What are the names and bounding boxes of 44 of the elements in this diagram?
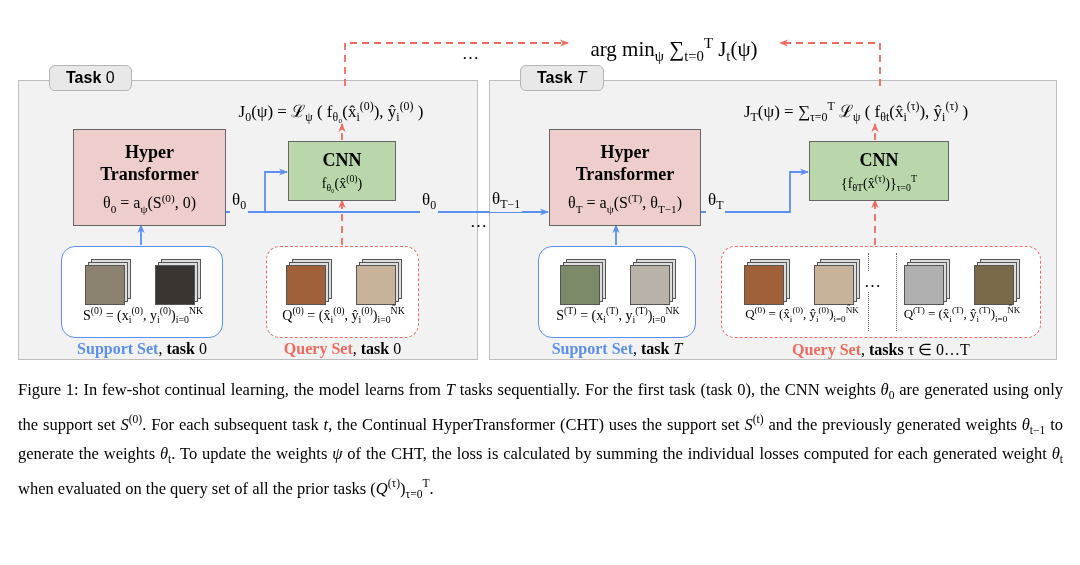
set-task: , tasks τ ∈ 0…T [861, 341, 970, 358]
task-tab: Task T [520, 65, 604, 91]
set-task: , task 0 [158, 340, 207, 357]
hypertransformer-box [73, 129, 226, 226]
box-formula: θ$_{T}$ = a$_{ψ}$(S$^{(T)}$, θ$_{T−1}$) [568, 191, 682, 215]
text-label: θ$_{T−1}$ [490, 189, 523, 213]
loss-formula: J$_{T}$(ψ) = ∑$_{τ=0}$$^{T}$ ℒ$_{ψ}$ ( f$_{θt}$(x̂$_{i}$$^{(τ)}$), ŷ$_{i}$$^{(τ)}$ ) [661, 87, 1051, 125]
set-name: Support Set [551, 340, 633, 357]
set-task: , task 0 [352, 340, 402, 357]
box-formula: θ$_{0}$ = a$_{ψ}$(S$^{(0)}$, 0) [103, 191, 196, 215]
arrow [344, 39, 569, 87]
arrow [338, 199, 346, 246]
objective-formula: arg min$_{ψ}$ ∑$_{t=0}$$^{T}$ J$_{t}$(ψ) [568, 22, 780, 64]
arrow [871, 123, 879, 141]
support-set-box [538, 246, 696, 338]
loss-formula: J$_{0}$(ψ) = ℒ$_{ψ}$ ( f$_{θ₀}$(x̂$_{i}$$^{(0)}$), ŷ$_{i}$$^{(0)}$ ) [211, 87, 451, 125]
arrow [699, 168, 809, 213]
support-set-box [61, 246, 223, 338]
query-set-box [266, 246, 419, 338]
edge-label: θ$_{0}$ [420, 190, 439, 214]
set-task: , task T [633, 340, 683, 357]
box-title: CNN [322, 148, 362, 171]
cnn-box [288, 141, 396, 201]
set-name: Support Set [77, 340, 159, 357]
arrow [779, 39, 881, 87]
arrow [871, 199, 879, 246]
task-tab: Task 0 [49, 65, 132, 91]
box-formula: f$_{θ₀}$(x̂$^{(0)}$) [321, 173, 363, 194]
edge-label: θ$_{0}$ [230, 190, 249, 214]
arrow [338, 123, 346, 141]
set-name: Query Set [283, 340, 353, 357]
arrow [137, 224, 145, 246]
hypertransformer-box [549, 129, 701, 226]
box-title: CNN [859, 148, 899, 171]
box-title: Hyper Transformer [575, 140, 675, 186]
cnn-box [809, 141, 949, 201]
edge-label: θ$_{T}$ [706, 190, 726, 214]
query-set-box [721, 246, 1041, 338]
box-title: Hyper Transformer [99, 140, 200, 186]
figure-caption: Figure 1: In few-shot continual learning, the model learns from T tasks sequentially. For the first task (task 0), the CNN weights θ$_{0}$ are generated using only the support set S$^{(0)}$. For each subsequent task t, the Continual HyperTransformer (CHT) uses the support set S$^{(t)}$ and the previously generated weights θ$_{t−1}$ to generate the weights θ$_{t}$. To update the weights ψ of the CHT, the loss is calculated by summing the individual losses computed for each generated weight θ$_{t}$ when evaluated on the query set of all the prior tasks (Q$^{(τ)}$)$_{τ=0}$$^{T}$. [18, 379, 1063, 503]
arrow [612, 224, 620, 246]
text-label: … [469, 212, 488, 232]
text-label: … [862, 272, 883, 292]
set-name: Query Set [792, 341, 861, 358]
